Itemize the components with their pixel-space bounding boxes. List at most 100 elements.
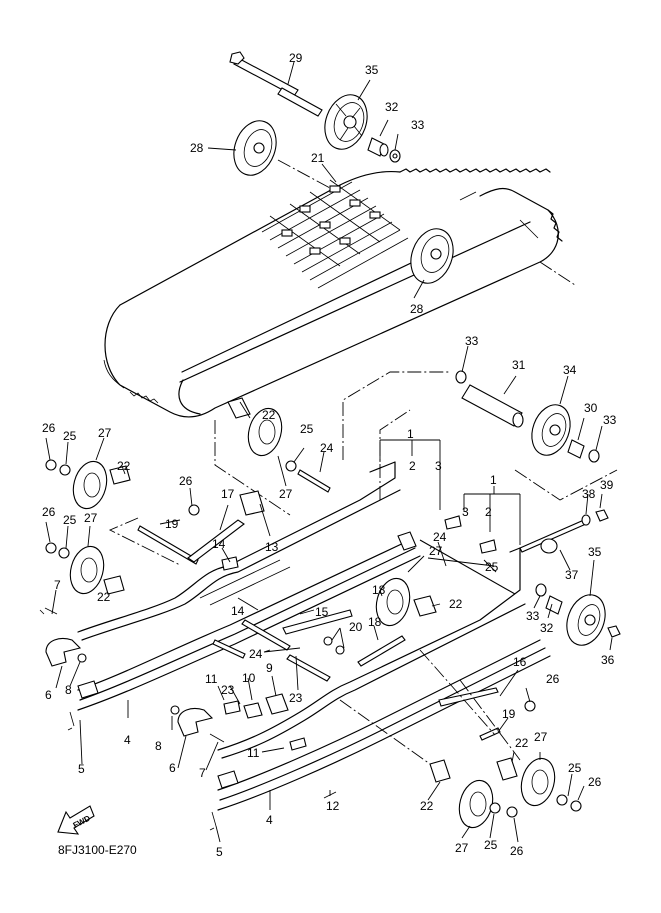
callout-33: 33 — [526, 609, 540, 623]
track-belt — [103, 168, 576, 418]
callout-8: 8 — [155, 739, 162, 753]
shaft-18b — [357, 635, 406, 667]
callout-31: 31 — [512, 358, 526, 372]
callout-32: 32 — [540, 621, 554, 635]
block-13 — [239, 490, 265, 516]
callout-25: 25 — [63, 429, 77, 443]
callout-3: 3 — [462, 505, 469, 519]
callout-38: 38 — [582, 487, 596, 501]
callout-28: 28 — [410, 302, 424, 316]
washer-33c — [588, 449, 600, 463]
cap-6b — [177, 707, 214, 737]
callout-27: 27 — [98, 426, 112, 440]
wheel-27b — [69, 545, 105, 595]
shaft-18a — [282, 609, 353, 635]
track-lugs — [261, 179, 409, 289]
callout-28: 28 — [190, 141, 204, 155]
callout-22: 22 — [449, 597, 463, 611]
callout-27: 27 — [534, 730, 548, 744]
lower-wheel-group — [339, 649, 582, 829]
callout-6: 6 — [169, 761, 176, 775]
callout-labels: 29 35 32 33 28 21 28 33 31 34 30 33 22 2… — [42, 51, 617, 859]
callout-34: 34 — [563, 363, 577, 377]
callout-16: 16 — [513, 655, 527, 669]
callout-2: 2 — [485, 505, 492, 519]
collar-30 — [567, 439, 585, 459]
callout-4: 4 — [266, 813, 273, 827]
leader-lines — [45, 61, 613, 843]
left-wheel-group — [45, 459, 181, 595]
plate-14a — [221, 556, 239, 571]
callout-25: 25 — [63, 513, 77, 527]
callout-19: 19 — [165, 517, 179, 531]
callout-36: 36 — [601, 653, 615, 667]
callout-26: 26 — [588, 775, 602, 789]
cross-shafts — [137, 509, 621, 741]
block-9 — [265, 693, 289, 715]
forward-arrow-icon: FWD — [57, 805, 95, 835]
callout-27: 27 — [84, 511, 98, 525]
callout-6: 6 — [45, 688, 52, 702]
callout-33: 33 — [465, 334, 479, 348]
callout-26: 26 — [179, 474, 193, 488]
callout-2: 2 — [409, 459, 416, 473]
bracket-2 — [444, 515, 462, 530]
callout-22: 22 — [262, 408, 276, 422]
callout-1: 1 — [407, 427, 414, 441]
callout-26: 26 — [510, 844, 524, 858]
arm-16 — [438, 687, 499, 707]
callout-35: 35 — [365, 63, 379, 77]
callout-26: 26 — [546, 672, 560, 686]
arm-17 — [187, 519, 245, 563]
callout-26: 26 — [42, 505, 56, 519]
callout-5: 5 — [216, 845, 223, 859]
callout-27: 27 — [429, 544, 443, 558]
plate-11 — [223, 700, 241, 715]
slide-rail-left — [77, 461, 421, 711]
bolt-24a — [297, 469, 331, 493]
idler-group — [342, 370, 618, 501]
spacer-22a — [109, 465, 131, 485]
wheel-27d — [375, 577, 411, 627]
slide-rail-right — [217, 547, 551, 811]
front-parts — [39, 607, 337, 831]
callout-7: 7 — [199, 766, 206, 780]
block-10 — [243, 702, 263, 719]
callout-24: 24 — [249, 647, 263, 661]
spacer-22c — [227, 397, 251, 419]
callout-19: 19 — [502, 707, 516, 721]
callout-27: 27 — [279, 487, 293, 501]
callout-24: 24 — [320, 441, 334, 455]
callout-26: 26 — [42, 421, 56, 435]
callout-5: 5 — [78, 762, 85, 776]
callout-12: 12 — [326, 799, 340, 813]
callout-7: 7 — [54, 578, 61, 592]
callout-25: 25 — [568, 761, 582, 775]
callout-23: 23 — [221, 683, 235, 697]
callout-22: 22 — [420, 799, 434, 813]
callout-8: 8 — [65, 683, 72, 697]
rear-axle-group — [229, 51, 454, 284]
callout-9: 9 — [266, 661, 273, 675]
callout-14: 14 — [231, 604, 245, 618]
callout-15: 15 — [315, 605, 329, 619]
callout-1: 1 — [490, 473, 497, 487]
callout-25: 25 — [485, 560, 499, 574]
callout-21: 21 — [311, 151, 325, 165]
bolt-19a — [137, 525, 199, 565]
callout-17: 17 — [221, 487, 235, 501]
cap-6a — [45, 637, 82, 667]
center-wheel-group — [188, 397, 331, 516]
callout-22: 22 — [515, 736, 529, 750]
callout-25: 25 — [484, 838, 498, 852]
callout-25: 25 — [300, 422, 314, 436]
wheel-27c — [247, 407, 283, 457]
callout-30: 30 — [584, 401, 598, 415]
callout-23: 23 — [289, 691, 303, 705]
callout-18: 18 — [372, 583, 386, 597]
shaft-31 — [461, 384, 523, 427]
drawing-code: 8FJ3100-E270 — [58, 843, 137, 857]
callout-37: 37 — [565, 568, 579, 582]
callout-27: 27 — [455, 841, 469, 855]
